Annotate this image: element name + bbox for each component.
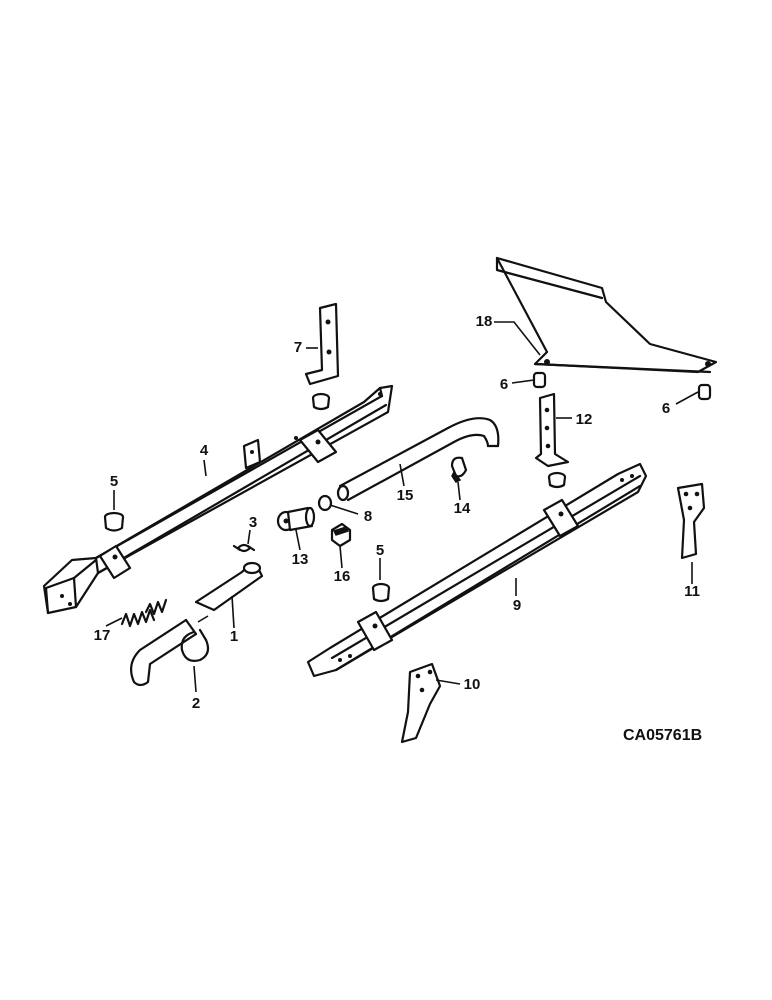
callout-5-left: 5 bbox=[110, 473, 118, 490]
part-15-curved-tube bbox=[336, 417, 500, 502]
callout-13: 13 bbox=[292, 551, 309, 568]
part-1-hose bbox=[129, 561, 264, 687]
leader-lines bbox=[105, 321, 699, 693]
callout-5-right: 5 bbox=[376, 542, 384, 559]
callout-10: 10 bbox=[464, 676, 481, 693]
callout-1: 1 bbox=[230, 628, 238, 645]
callout-16: 16 bbox=[334, 568, 351, 585]
callout-17: 17 bbox=[94, 627, 111, 644]
part-6-spacer-right bbox=[697, 383, 712, 401]
drawing-code: CA05761B bbox=[623, 727, 702, 744]
part-5-bushing-upper bbox=[311, 392, 331, 411]
part-13-connector bbox=[276, 506, 316, 532]
callout-18: 18 bbox=[476, 313, 493, 330]
callout-8: 8 bbox=[364, 508, 372, 525]
part-2-hose-clamp bbox=[180, 628, 210, 662]
part-5-bushing-right bbox=[371, 582, 391, 603]
callout-4: 4 bbox=[200, 442, 209, 459]
callout-15: 15 bbox=[397, 487, 414, 504]
callout-12: 12 bbox=[576, 411, 593, 428]
callout-9: 9 bbox=[513, 597, 521, 614]
part-12-bushing bbox=[547, 471, 567, 489]
callout-2: 2 bbox=[192, 695, 200, 712]
callout-11: 11 bbox=[684, 583, 700, 600]
callout-14: 14 bbox=[454, 500, 471, 517]
part-3-clamp bbox=[232, 543, 256, 553]
callout-3: 3 bbox=[249, 514, 257, 531]
part-8-clamp bbox=[317, 494, 333, 512]
callout-7: 7 bbox=[294, 339, 302, 356]
part-10-bracket bbox=[400, 662, 442, 744]
part-7-bracket bbox=[304, 302, 340, 386]
callout-6-left: 6 bbox=[500, 376, 508, 393]
part-12-bracket bbox=[534, 392, 570, 468]
part-14-elbow-fitting bbox=[450, 456, 468, 483]
part-17-springs bbox=[120, 598, 168, 628]
part-9-angle-rail bbox=[306, 462, 648, 678]
part-16-nut bbox=[330, 522, 352, 548]
part-5-bushing-left bbox=[103, 511, 125, 532]
part-11-bracket bbox=[676, 482, 706, 560]
part-6-spacer-left bbox=[532, 371, 547, 389]
part-4-channel-rail bbox=[42, 384, 394, 615]
callout-labels: 1 2 3 4 5 5 6 6 7 8 9 10 11 12 13 14 15 … bbox=[94, 313, 700, 712]
callout-6-right: 6 bbox=[662, 400, 670, 417]
part-18-shield-plate bbox=[495, 256, 718, 374]
